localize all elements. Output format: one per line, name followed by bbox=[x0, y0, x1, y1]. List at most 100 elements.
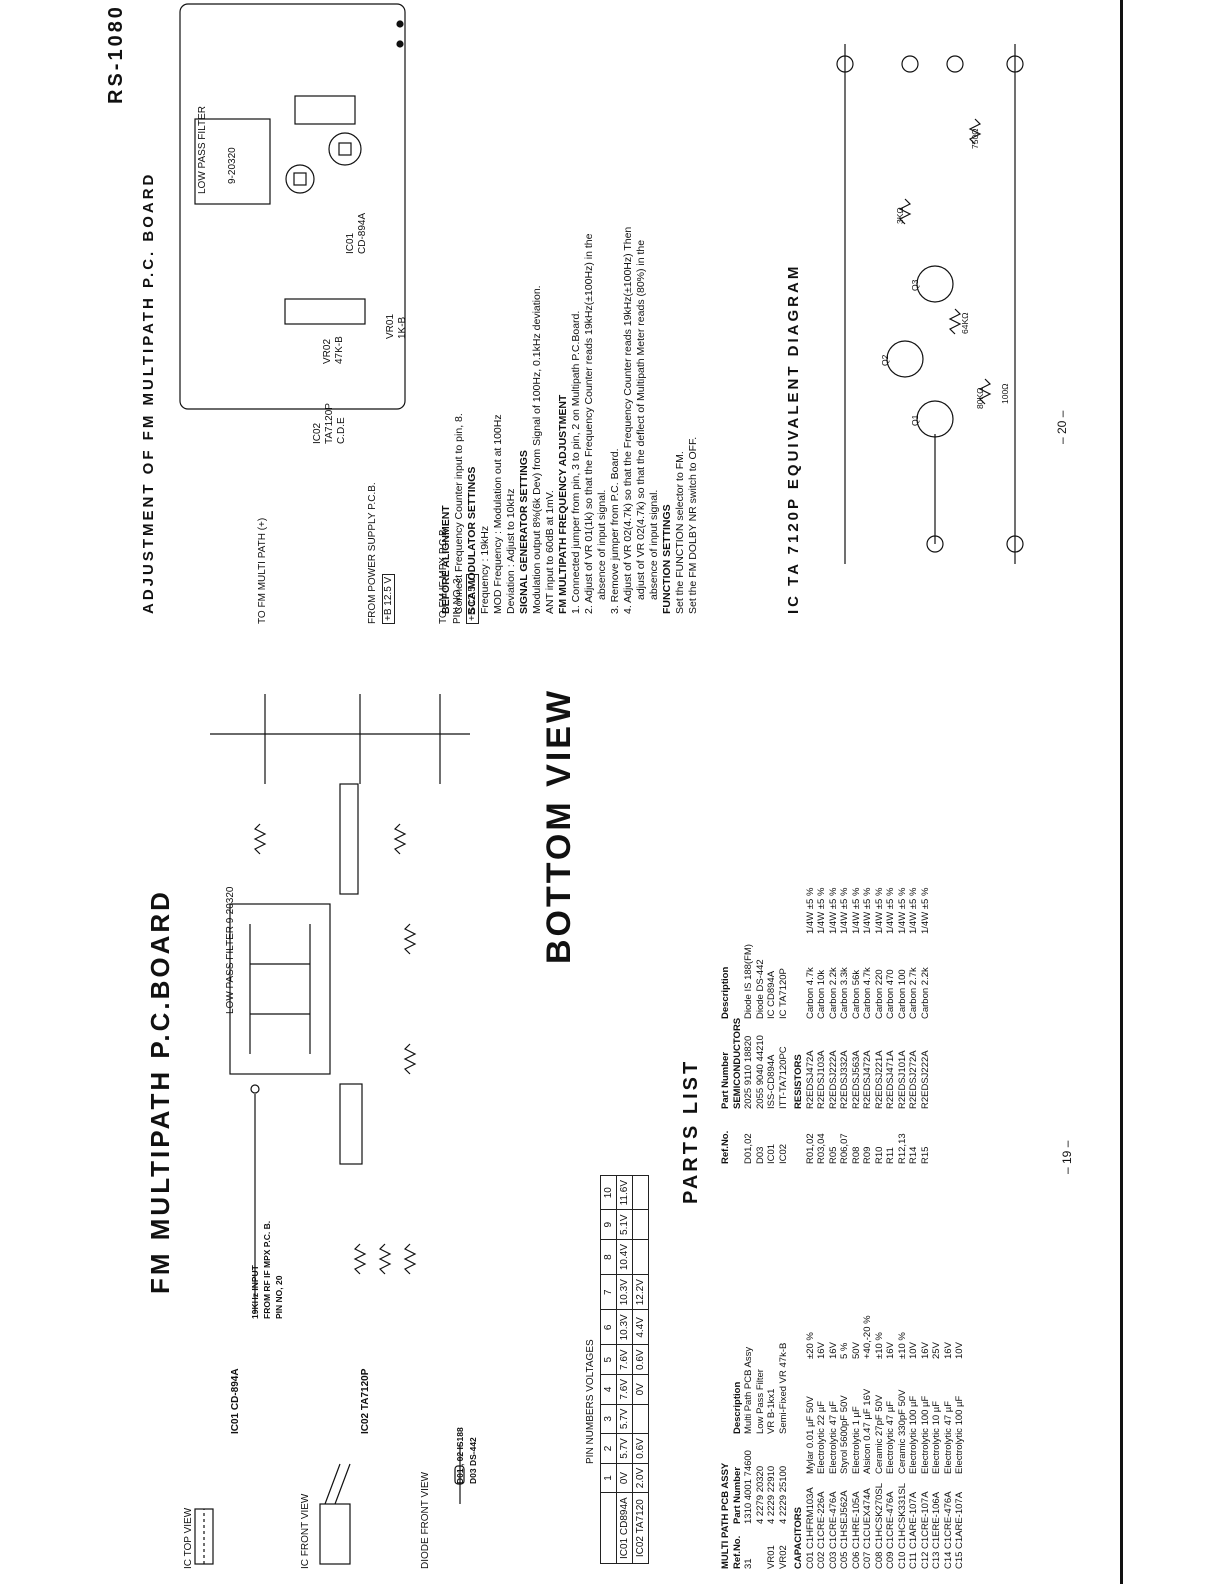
list-item: R11R2EDSJ471ACarbon 4701/4W ±5 % bbox=[885, 888, 897, 1164]
list-cell: 1/4W ±5 % bbox=[804, 887, 816, 934]
list-cell: Electrolytic 47 µF bbox=[885, 1400, 896, 1474]
list-item: R15R2EDSJ222ACarbon 2.2k1/4W ±5 % bbox=[920, 888, 932, 1164]
sca-title: SCA MODULATOR SETTINGS bbox=[466, 466, 478, 614]
sig-1: Modulation output 8%(6k Dev) from Signal… bbox=[531, 285, 543, 614]
res-100: 100Ω bbox=[1000, 383, 1010, 404]
list-cell: 16V bbox=[816, 1342, 827, 1359]
list-cell: R2EDSJ563A bbox=[850, 1050, 862, 1109]
before-title: BEFORE ALIGNMENT bbox=[440, 505, 452, 614]
list-cell: Carbon 4.7k bbox=[804, 967, 816, 1019]
list-cell: Styrol 5600pF 50V bbox=[839, 1395, 850, 1474]
list-item: VR024 2229 25100Semi-Fixed VR 47k-B bbox=[778, 1315, 790, 1569]
list-cell: Ceramic 27pF 50V bbox=[873, 1394, 885, 1474]
list-cell: IC CD894A bbox=[766, 970, 777, 1019]
adjustment-title: ADJUSTMENT OF FM MULTIPATH P.C. BOARD bbox=[140, 171, 157, 614]
column-header: Ref.No.Part NumberDescription bbox=[720, 888, 732, 1164]
list-cell: Carbon 100 bbox=[896, 969, 908, 1019]
table-cell: IC02 TA7120 bbox=[632, 1492, 649, 1564]
list-cell: IC TA7120P bbox=[777, 968, 789, 1019]
table-cell: 10.3V bbox=[616, 1274, 633, 1310]
list-cell: C1HRE-105A bbox=[850, 1491, 862, 1549]
page-number-20: – 20 – bbox=[1055, 410, 1069, 444]
list-cell: C1CRE-107A bbox=[919, 1491, 931, 1549]
list-cell: C1ERE-106A bbox=[931, 1491, 942, 1549]
pcb-schematic bbox=[194, 694, 470, 1565]
list-item: C05C1HSEJ562AStyrol 5600pF 50V5 % bbox=[839, 1315, 851, 1569]
list-cell: C13 bbox=[931, 1551, 942, 1569]
list-cell: Carbon 3.3k bbox=[839, 967, 850, 1019]
list-cell: C03 bbox=[827, 1551, 839, 1569]
table-cell: 2.0V bbox=[632, 1463, 649, 1493]
binding-line bbox=[1120, 0, 1123, 1584]
list-cell: R06,07 bbox=[839, 1133, 850, 1164]
header-desc: Description bbox=[720, 966, 731, 1019]
list-cell: Carbon 470 bbox=[885, 969, 896, 1019]
res-3k: 3KΩ bbox=[895, 207, 905, 224]
func-2: Set the FM DOLBY NR switch to OFF. bbox=[687, 436, 699, 614]
table-cell: 5.1V bbox=[616, 1209, 633, 1240]
list-cell: R2EDSJ272A bbox=[908, 1050, 919, 1109]
list-cell: R12,13 bbox=[896, 1133, 908, 1164]
adj-vr02: VR02 bbox=[322, 338, 333, 364]
list-item: VR014 2229 22910VR B-1kx1 bbox=[766, 1315, 778, 1569]
q2-label: Q2 bbox=[880, 354, 890, 366]
list-cell: Multi Path PCB Assy bbox=[743, 1346, 754, 1434]
list-cell: Carbon 2.2k bbox=[919, 967, 931, 1019]
capacitors-title: CAPACITORS bbox=[793, 1507, 804, 1569]
adj-ic01b: CD-894A bbox=[357, 212, 368, 254]
table-cell: 0.6V bbox=[632, 1433, 649, 1464]
list-cell: ±10 % bbox=[896, 1332, 908, 1359]
fm-1: 1. Connected jumper from pin, 3 to pin, … bbox=[570, 310, 582, 614]
list-cell: R2EDSJ221A bbox=[873, 1050, 885, 1109]
fm-title: FM MULTIPATH FREQUENCY ADJUSTMENT bbox=[557, 394, 569, 614]
list-cell: 31 bbox=[743, 1558, 754, 1569]
fm-4b: adjust of VR 02(4.7k) so that the deflec… bbox=[635, 239, 647, 600]
list-cell: R2EDSJ103A bbox=[816, 1050, 827, 1109]
list-cell: Diode IS 188(FM) bbox=[743, 944, 754, 1019]
sca-2: MOD Frequency : Modulation out at 100Hz bbox=[492, 414, 504, 614]
list-cell: R03,04 bbox=[816, 1133, 827, 1164]
list-cell: 1/4W ±5 % bbox=[885, 887, 896, 934]
list-cell: Low Pass Filter bbox=[754, 1369, 766, 1434]
cap-items: C01C1HFRM103AMylar 0.01 µF 50V±20 %C02C1… bbox=[805, 1315, 966, 1569]
list-cell: C1HSEJ562A bbox=[839, 1490, 850, 1549]
table-cell: 10 bbox=[600, 1175, 617, 1210]
table-cell: 1 bbox=[600, 1463, 617, 1493]
list-cell: 16V bbox=[942, 1342, 954, 1359]
adj-ic02b: TA7120P bbox=[324, 403, 335, 444]
table-cell: 11.6V bbox=[616, 1175, 633, 1210]
list-cell: C01 bbox=[804, 1551, 816, 1569]
column-header: Ref.No.Part NumberDescription bbox=[732, 1315, 744, 1569]
table-cell: 0.6V bbox=[632, 1344, 649, 1375]
table-cell bbox=[632, 1209, 649, 1240]
list-cell: R01,02 bbox=[804, 1133, 816, 1164]
list-item: IC02ITT-TA7120PCIC TA7120P bbox=[778, 888, 790, 1164]
list-cell: 1/4W ±5 % bbox=[850, 887, 862, 934]
table-cell bbox=[632, 1404, 649, 1434]
table-cell: 0V bbox=[632, 1374, 649, 1405]
list-cell: IC02 bbox=[777, 1143, 789, 1164]
list-cell: Carbon 4.7k bbox=[862, 967, 873, 1019]
sig-2: ANT input to 60dB at 1mV. bbox=[544, 490, 556, 614]
fm-2b: absence of input signal. bbox=[596, 489, 608, 600]
header-ref: Ref.No. bbox=[720, 1130, 731, 1164]
list-cell: Electrolytic 100 µF bbox=[919, 1395, 931, 1474]
table-cell: 8 bbox=[600, 1239, 617, 1275]
table-cell: 0V bbox=[616, 1463, 633, 1493]
table-cell: 5.7V bbox=[616, 1404, 633, 1434]
list-cell: C07 bbox=[862, 1551, 873, 1569]
list-cell: R2EDSJ472A bbox=[804, 1050, 816, 1109]
sca-3: Deviation : Adjust to 10kHz bbox=[505, 488, 517, 614]
list-cell: ±10 % bbox=[873, 1332, 885, 1359]
from-power: FROM POWER SUPPLY P.C.B. bbox=[367, 482, 378, 624]
q3-label: Q3 bbox=[910, 279, 920, 291]
q1-label: Q1 bbox=[910, 414, 920, 426]
res-64k: 64KΩ bbox=[960, 312, 970, 334]
table-cell bbox=[600, 1492, 617, 1564]
list-cell: C1ARE-107A bbox=[954, 1491, 965, 1549]
adjust-board-diagram bbox=[179, 3, 406, 410]
list-cell: R10 bbox=[873, 1146, 885, 1164]
list-cell: Semi-Fixed VR 47k-B bbox=[777, 1342, 789, 1434]
parts-list-title: PARTS LIST bbox=[680, 1058, 702, 1204]
